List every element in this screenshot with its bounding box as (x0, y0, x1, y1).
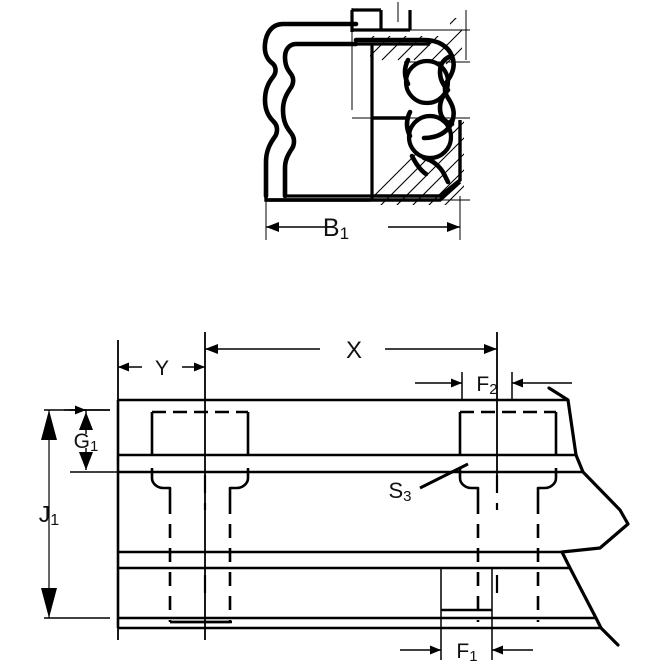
dimension-label-b1: B1 (323, 214, 349, 243)
rail-base-detail (170, 608, 492, 624)
witness-lines (117, 332, 498, 640)
dimension-f2: F2 (415, 373, 572, 398)
section-hatching-upper (370, 18, 462, 65)
dimension-j1: J1 (39, 410, 60, 618)
rail-section-outline (372, 116, 462, 198)
dimension-label-g1: G1 (74, 430, 99, 455)
section-hatching (372, 118, 464, 205)
dimension-label-j1: J1 (39, 501, 60, 529)
rail-profile-lines (116, 398, 601, 630)
dimension-label-f1: F1 (456, 640, 477, 665)
carriage-block-lines (350, 8, 430, 200)
dimension-label-s3: S3 (388, 478, 411, 505)
dimension-label-y: Y (155, 357, 169, 380)
ball-retainer-profile (353, 37, 456, 185)
counterbore-hole-1-top (150, 410, 250, 455)
rail-side-view: X Y F2 F1 G1 (39, 332, 630, 665)
leader-s3: S3 (388, 462, 469, 505)
dimension-x: X (205, 337, 497, 364)
cross-section-view: B1 (262, 2, 470, 243)
carriage-body-outline (264, 180, 462, 202)
counterbore-hole-2-bottom (458, 468, 558, 622)
dimension-y: Y (118, 357, 205, 380)
break-line-right (547, 386, 630, 647)
dimension-g1: G1 (64, 405, 99, 470)
dimension-label-f2: F2 (476, 373, 497, 398)
counterbore-hole-2-top (458, 410, 558, 455)
counterbore-hole-1-bottom (150, 468, 250, 624)
end-seal-profile (262, 21, 359, 199)
dimension-label-x: X (346, 337, 362, 364)
dimension-f1: F1 (400, 640, 533, 665)
dimension-b1: B1 (265, 196, 461, 243)
hole-centre-lines (203, 475, 499, 600)
